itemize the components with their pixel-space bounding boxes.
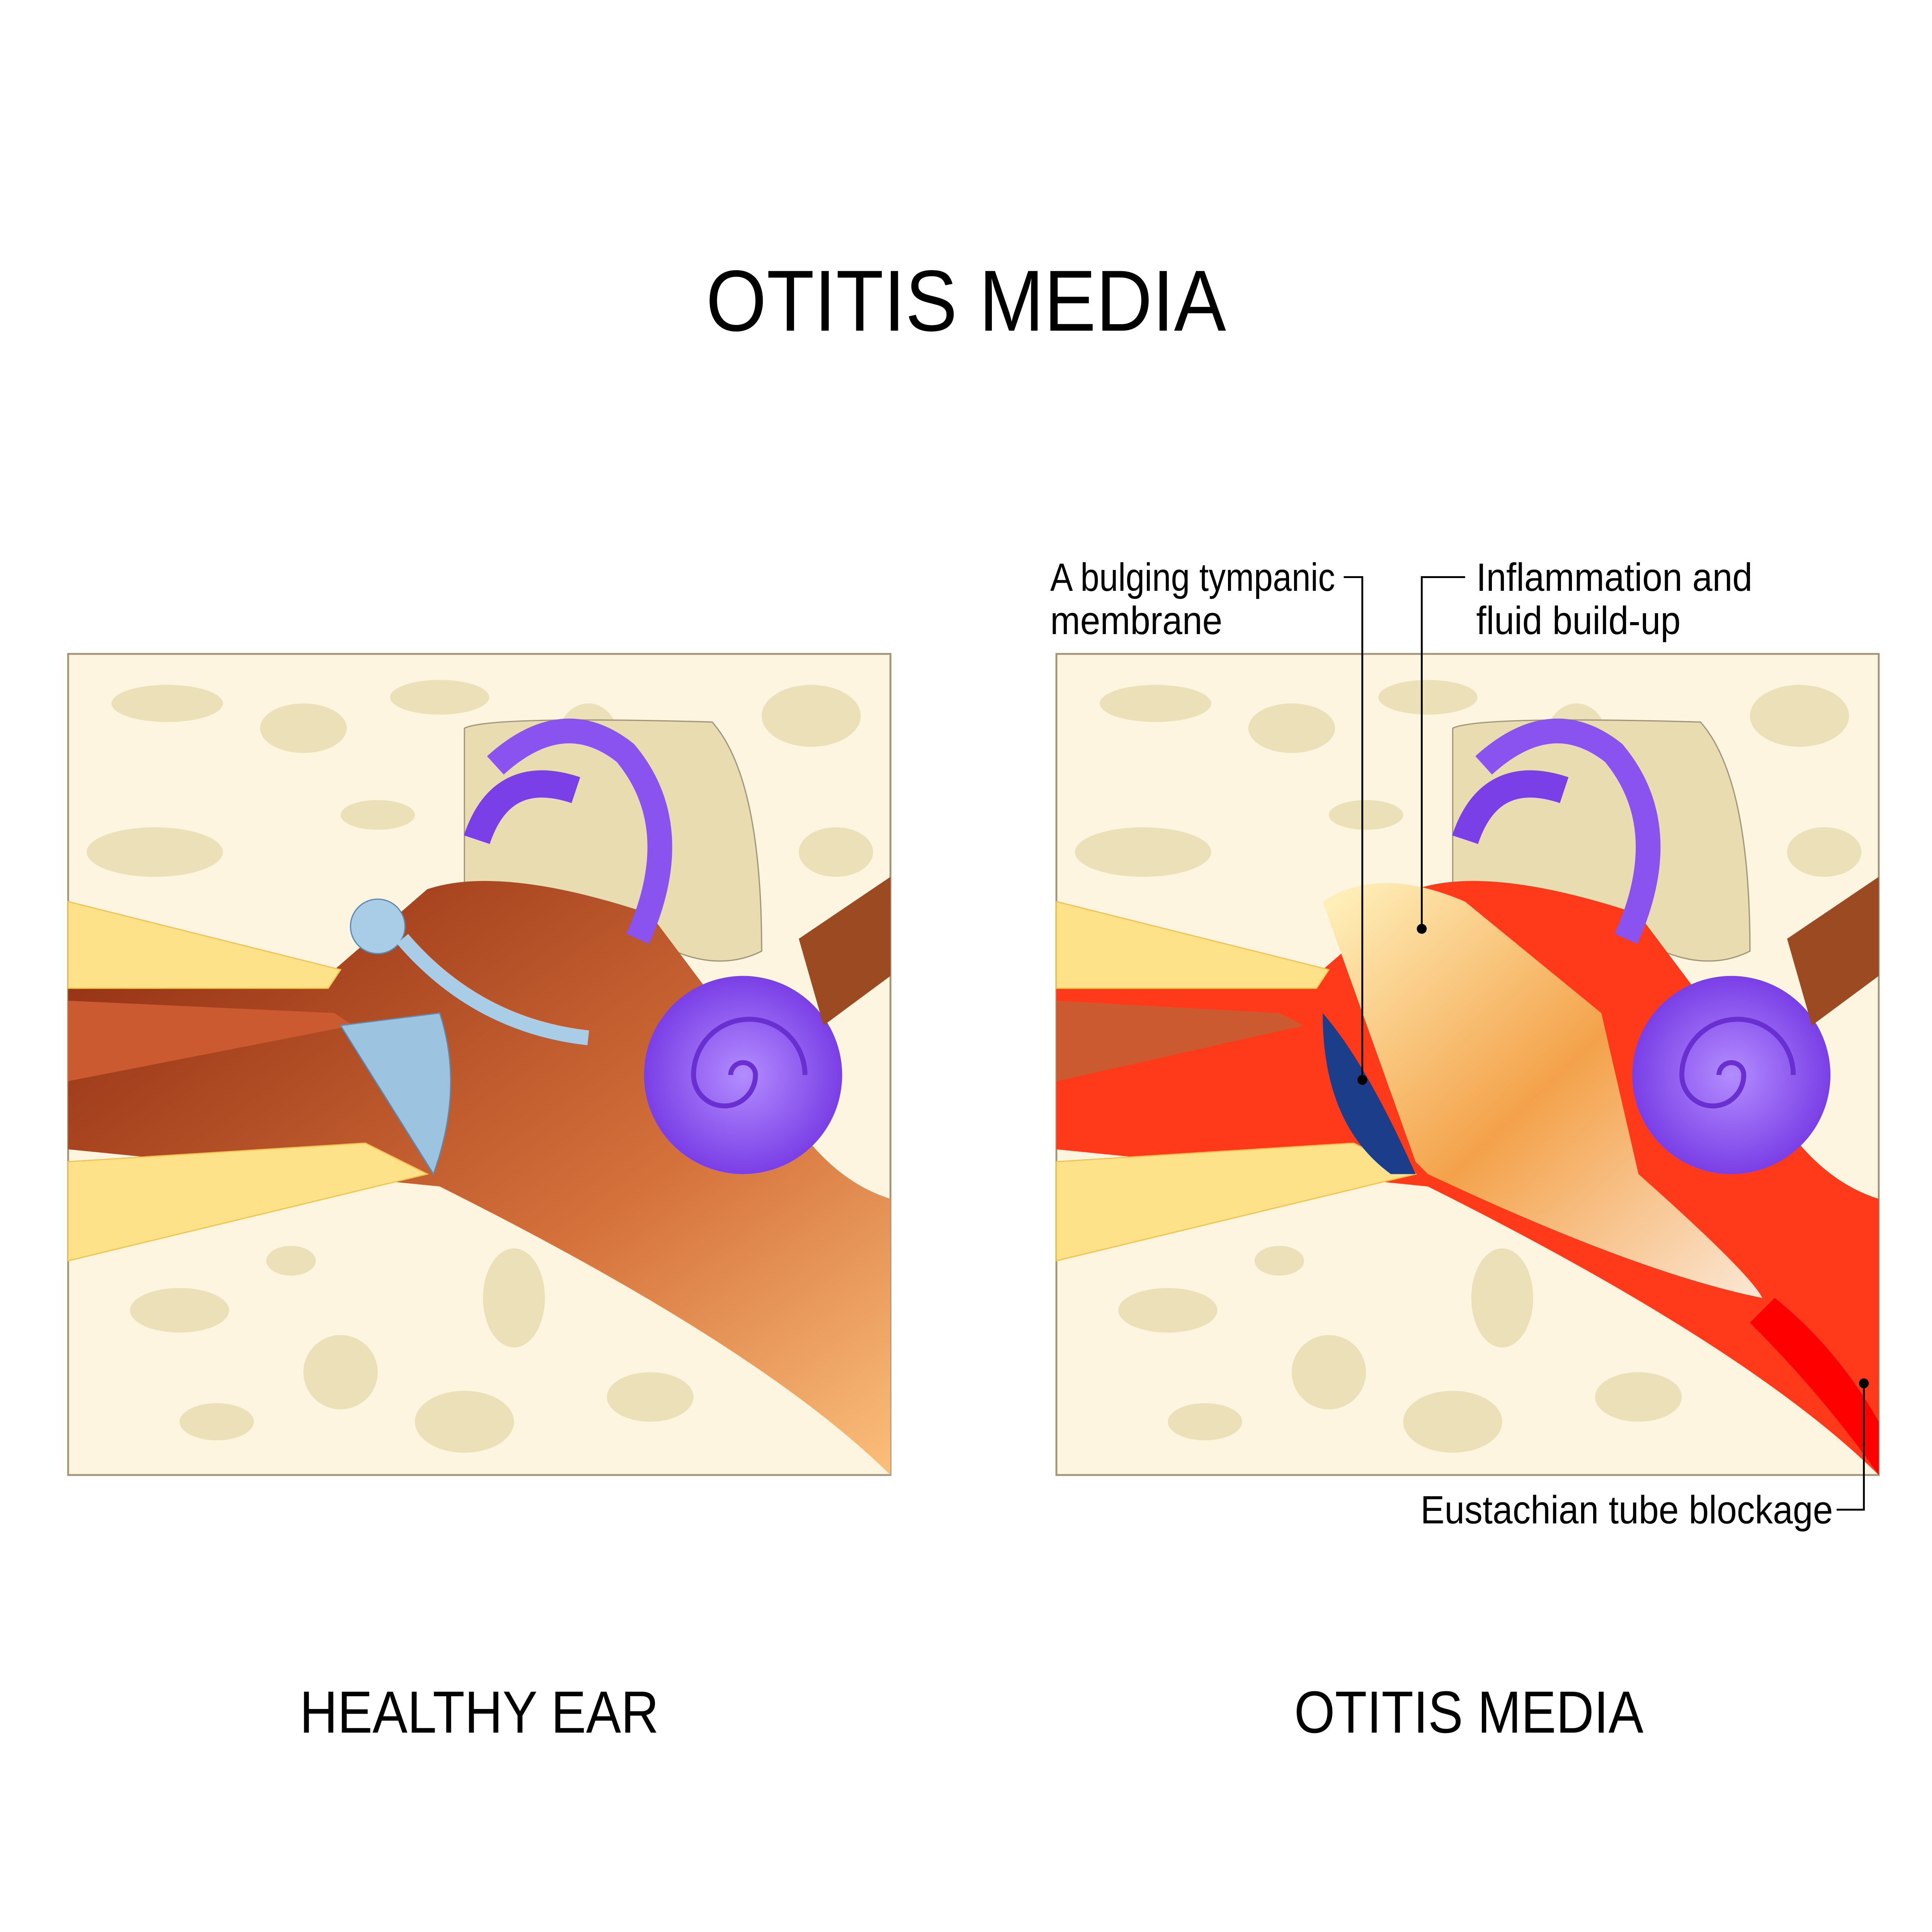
- callout-bulging-line2: membrane: [1050, 598, 1223, 643]
- main-title: OTITIS MEDIA: [706, 252, 1226, 349]
- nerve-icon: [1787, 877, 1879, 1026]
- callout-dot: [1357, 1075, 1367, 1085]
- callout-leaders: [1344, 576, 1865, 1511]
- callout-dot: [1417, 924, 1427, 934]
- cochlea-icon: [1632, 976, 1831, 1174]
- callout-bulging-line1: A bulging tympanic: [1050, 555, 1335, 599]
- callout-inflammation-line1: Inflammation and: [1476, 555, 1753, 599]
- otitis-media-illustration: [1056, 654, 1879, 1475]
- ossicles-icon: [350, 898, 406, 954]
- otitis-media-diagram: OTITIS MEDIA: [0, 252, 1932, 1745]
- healthy-ear-illustration: [68, 654, 890, 1475]
- semicircular-canals-icon: [487, 718, 672, 944]
- callout-eustachian: Eustachian tube blockage: [1420, 1487, 1833, 1532]
- eustachian-tube-blockage: [1750, 1298, 1879, 1475]
- cochlea-icon: [644, 976, 842, 1174]
- caption-otitis-media: OTITIS MEDIA: [1294, 1679, 1643, 1745]
- callout-inflammation-line2: fluid build-up: [1476, 598, 1681, 643]
- tympanic-membrane-icon: [339, 1012, 451, 1176]
- callout-dot: [1859, 1378, 1869, 1388]
- nerve-icon: [799, 877, 891, 1026]
- fluid-build-up: [1323, 883, 1762, 1298]
- caption-healthy-ear: HEALTHY EAR: [300, 1679, 659, 1745]
- bulging-tympanic-membrane: [1323, 1013, 1416, 1174]
